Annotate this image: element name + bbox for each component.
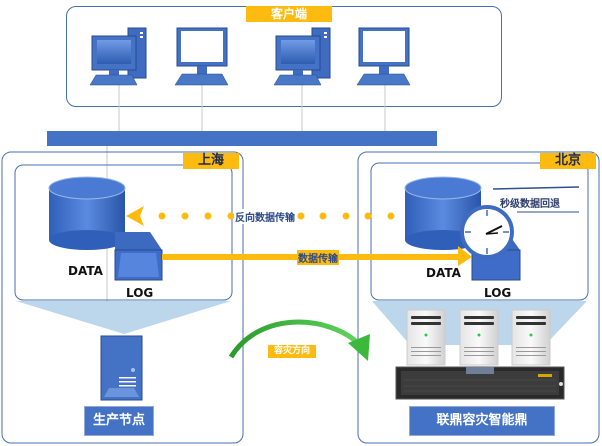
log-block-icon bbox=[114, 232, 163, 281]
beijing-title: 北京 bbox=[540, 153, 596, 169]
transfer-label: 数据传输 bbox=[297, 250, 339, 265]
server-tower-icon bbox=[459, 309, 499, 366]
rollback-callout-top bbox=[492, 186, 580, 190]
beijing-group bbox=[357, 151, 600, 444]
database-icon bbox=[48, 176, 126, 250]
production-node-label: 生产节点 bbox=[84, 406, 154, 436]
dr-direction-arrow bbox=[228, 319, 370, 361]
shanghai-group bbox=[1, 151, 244, 444]
dr-direction-label: 容灾方向 bbox=[268, 345, 316, 358]
production-server-icon bbox=[100, 335, 143, 401]
beijing-log-label: LOG bbox=[484, 286, 512, 300]
clock-icon bbox=[460, 205, 514, 259]
monitor-computer-icon bbox=[356, 27, 411, 86]
desktop-computer-icon bbox=[89, 27, 147, 86]
network-bus bbox=[47, 131, 437, 146]
monitor-computer-icon bbox=[174, 27, 229, 86]
shanghai-log-label: LOG bbox=[126, 286, 154, 300]
desktop-computer-icon bbox=[273, 27, 331, 86]
reverse-transfer-label: 反向数据传输 bbox=[234, 209, 296, 224]
reverse-transfer-arrow bbox=[126, 206, 395, 226]
client-title: 客户端 bbox=[246, 6, 332, 22]
appliance-label: 联鼎容灾智能鼎 bbox=[409, 406, 555, 436]
rollback-label: 秒级数据回退 bbox=[500, 199, 560, 210]
shanghai-funnel bbox=[16, 301, 231, 334]
shanghai-title: 上海 bbox=[183, 153, 239, 169]
server-tower-icon bbox=[511, 309, 551, 366]
shanghai-data-label: DATA bbox=[68, 264, 103, 278]
shanghai-db-panel bbox=[14, 164, 233, 301]
beijing-db-panel bbox=[370, 162, 589, 301]
rack-appliance-icon bbox=[395, 366, 565, 400]
server-tower-icon bbox=[406, 309, 446, 366]
beijing-data-label: DATA bbox=[426, 266, 461, 280]
